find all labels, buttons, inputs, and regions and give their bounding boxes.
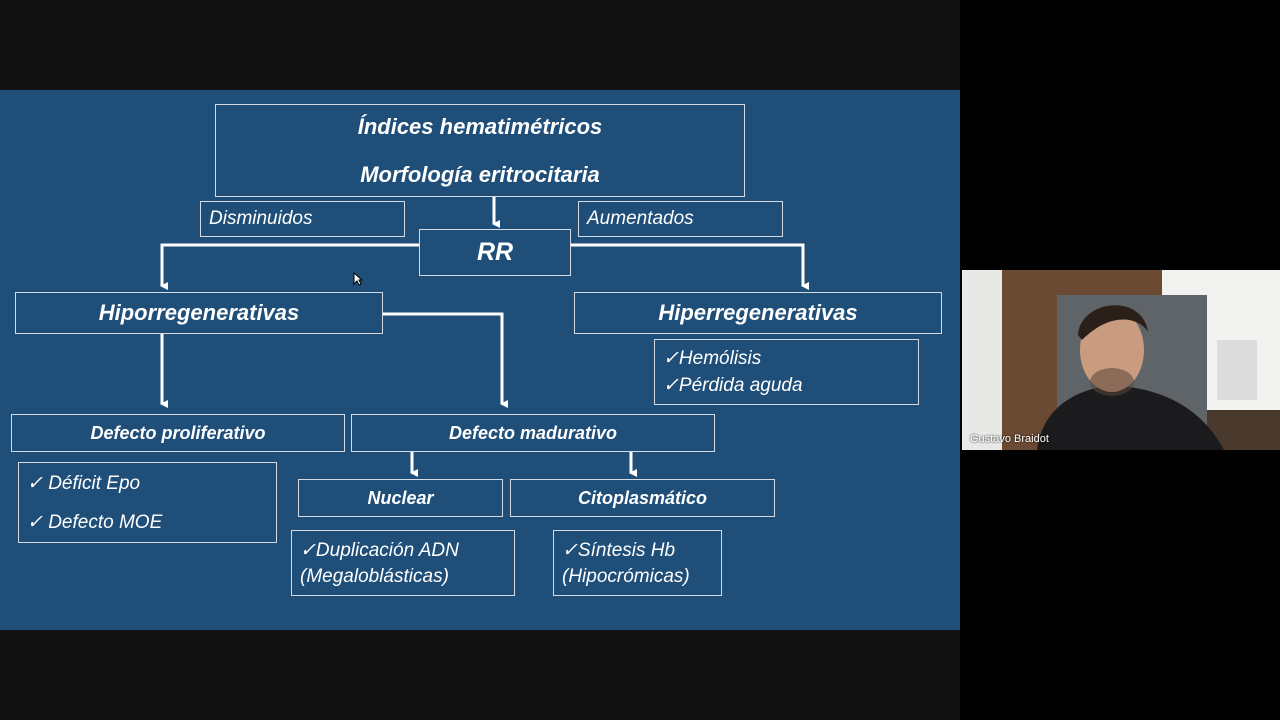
cito-item-hb: ✓Síntesis Hb — [562, 539, 676, 561]
hypo-box: Hiporregenerativas — [15, 292, 383, 334]
nuclear-items-box: ✓Duplicación ADN (Megaloblásticas) — [291, 530, 515, 596]
arrow-rr-to-hypo — [160, 243, 419, 290]
title-line-1: Índices hematimétricos — [357, 113, 603, 139]
mouse-cursor-icon — [353, 272, 363, 286]
madur-box: Defecto madurativo — [351, 414, 715, 452]
hyper-items-box: ✓Hemólisis ✓Pérdida aguda — [654, 339, 919, 405]
title-box: Índices hematimétricos Morfología eritro… — [215, 104, 745, 197]
nuclear-item-megalo: (Megaloblásticas) — [300, 565, 449, 587]
cito-items-box: ✓Síntesis Hb (Hipocrómicas) — [553, 530, 722, 596]
slide: Índices hematimétricos Morfología eritro… — [0, 90, 960, 630]
cito-item-hipocromicas: (Hipocrómicas) — [562, 565, 690, 587]
cito-box: Citoplasmático — [510, 479, 775, 517]
decreased-label: Disminuidos — [200, 201, 405, 237]
increased-label: Aumentados — [578, 201, 783, 237]
prolif-item-moe: ✓ Defecto MOE — [27, 511, 163, 533]
arrow-rr-to-hyper — [570, 243, 809, 290]
title-line-2: Morfología eritrocitaria — [360, 161, 600, 187]
hyper-box: Hiperregenerativas — [574, 292, 942, 334]
prolif-items-box: ✓ Déficit Epo ✓ Defecto MOE — [18, 462, 277, 543]
presentation-stage: Índices hematimétricos Morfología eritro… — [0, 0, 960, 720]
prolif-item-epo: ✓ Déficit Epo — [27, 472, 141, 494]
arrow-hypo-to-madur — [383, 312, 508, 408]
participant-video-tile[interactable]: Gustavo Braidot — [962, 270, 1280, 450]
hyper-item-perdida: ✓Pérdida aguda — [663, 375, 803, 396]
participant-name-label: Gustavo Braidot — [970, 433, 1049, 445]
rr-box: RR — [419, 229, 571, 276]
prolif-box: Defecto proliferativo — [11, 414, 345, 452]
nuclear-box: Nuclear — [298, 479, 503, 517]
hyper-item-hemolisis: ✓Hemólisis — [663, 348, 762, 369]
connector-lines — [160, 197, 809, 477]
participant-video-frame — [962, 270, 1280, 450]
nuclear-item-adn: ✓Duplicación ADN — [300, 539, 459, 561]
